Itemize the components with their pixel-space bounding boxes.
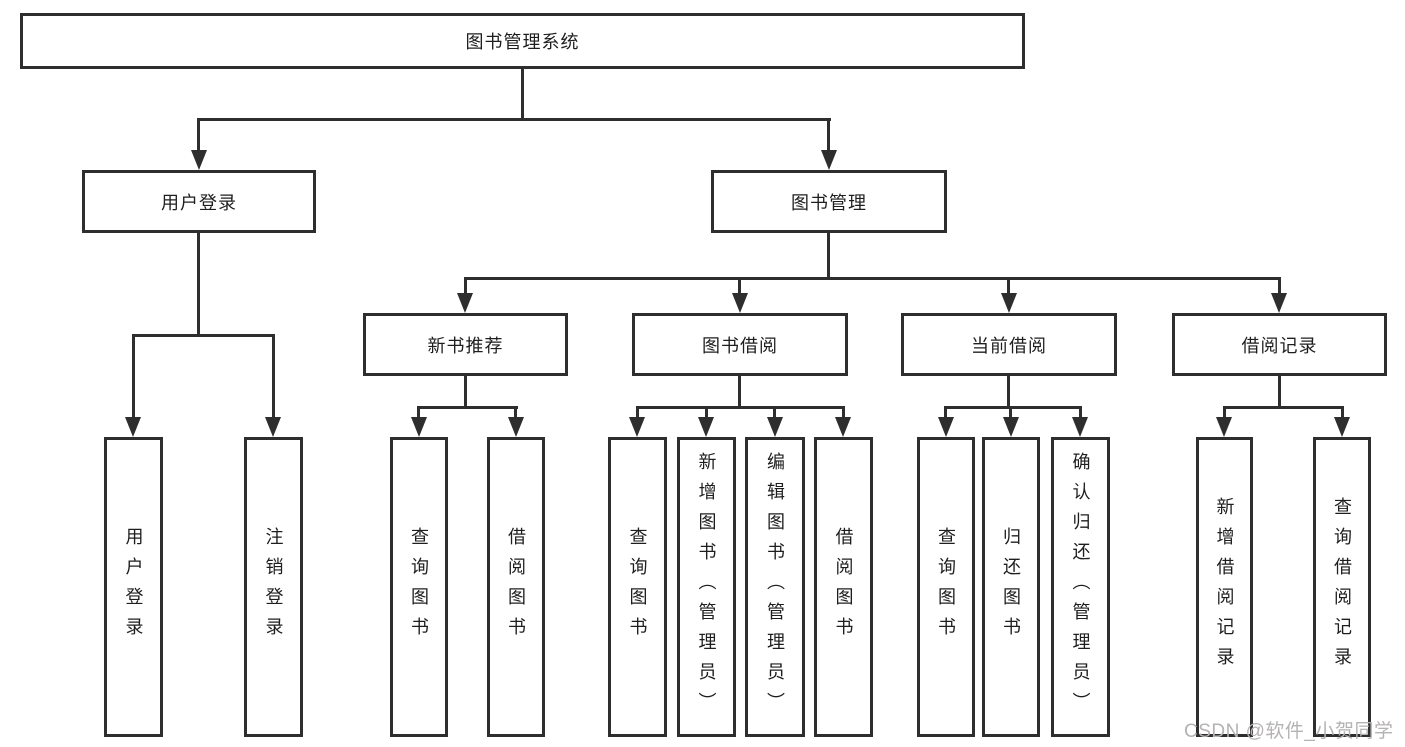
- connector-line: [1007, 376, 1010, 409]
- node-label: 图书借阅: [702, 335, 778, 356]
- arrowhead-down-icon: [508, 417, 524, 437]
- arrowhead-down-icon: [835, 417, 851, 437]
- arrowhead-down-icon: [767, 417, 783, 437]
- node-label: 图书管理: [791, 192, 867, 213]
- connector-line: [464, 277, 1281, 280]
- leaf-label: 查询图书: [409, 527, 429, 647]
- leaf-user-login: 用户登录: [104, 437, 163, 737]
- connector-line: [197, 118, 831, 121]
- arrowhead-down-icon: [1001, 293, 1017, 313]
- connector-line: [636, 406, 639, 420]
- connector-line: [738, 376, 741, 409]
- connector-line: [1223, 406, 1226, 420]
- leaf-label: 查询图书: [936, 527, 956, 647]
- leaf-label: 查询图书: [627, 527, 648, 647]
- leaf-return-book: 归还图书: [982, 437, 1040, 737]
- arrowhead-down-icon: [1003, 417, 1019, 437]
- connector-line: [464, 376, 467, 409]
- leaf-borrow-book: 借阅图书: [814, 437, 873, 737]
- leaf-label: 编辑图书（管理员）: [765, 452, 785, 722]
- leaf-label: 新增图书（管理员）: [696, 452, 717, 722]
- arrowhead-down-icon: [698, 417, 714, 437]
- connector-line: [842, 406, 845, 420]
- node-user-login: 用户登录: [82, 170, 316, 233]
- leaf-label: 注销登录: [263, 527, 284, 647]
- leaf-query-book-current: 查询图书: [917, 437, 975, 737]
- node-book-management: 图书管理: [711, 170, 947, 233]
- csdn-watermark: CSDN @软件_小贺同学: [1184, 721, 1394, 742]
- connector-line: [827, 118, 830, 152]
- node-label: 借阅记录: [1241, 335, 1318, 356]
- node-label: 新书推荐: [427, 335, 504, 356]
- arrowhead-down-icon: [265, 417, 281, 437]
- connector-line: [1079, 406, 1082, 420]
- arrowhead-down-icon: [411, 417, 427, 437]
- node-book-borrow: 图书借阅: [632, 313, 848, 376]
- node-label: 当前借阅: [971, 335, 1047, 356]
- arrowhead-down-icon: [629, 417, 645, 437]
- connector-line: [132, 334, 275, 337]
- leaf-label: 借阅图书: [833, 527, 854, 647]
- connector-line: [514, 406, 517, 420]
- node-label: 用户登录: [161, 192, 237, 213]
- connector-line: [944, 406, 1082, 409]
- connector-line: [417, 406, 518, 409]
- leaf-label: 用户登录: [123, 527, 144, 647]
- connector-line: [417, 406, 420, 420]
- connector-line: [636, 406, 845, 409]
- leaf-confirm-return-admin: 确认归还（管理员）: [1051, 437, 1110, 737]
- connector-line: [1278, 277, 1281, 297]
- arrowhead-down-icon: [732, 293, 748, 313]
- connector-line: [773, 406, 776, 420]
- connector-line: [132, 334, 135, 418]
- leaf-edit-book-admin: 编辑图书（管理员）: [745, 437, 805, 737]
- leaf-logout: 注销登录: [244, 437, 303, 737]
- arrowhead-down-icon: [457, 293, 473, 313]
- leaf-label: 查询借阅记录: [1332, 497, 1352, 677]
- connector-line: [705, 406, 708, 420]
- connector-line: [1278, 376, 1281, 409]
- leaf-query-book-borrow: 查询图书: [608, 437, 667, 737]
- connector-line: [521, 69, 524, 121]
- arrowhead-down-icon: [125, 417, 141, 437]
- arrowhead-down-icon: [1334, 417, 1350, 437]
- leaf-add-book-admin: 新增图书（管理员）: [677, 437, 736, 737]
- connector-line: [1009, 406, 1012, 420]
- connector-line: [738, 277, 741, 297]
- arrowhead-down-icon: [1216, 417, 1232, 437]
- connector-line: [1223, 406, 1344, 409]
- arrowhead-down-icon: [938, 417, 954, 437]
- connector-line: [1341, 406, 1344, 420]
- node-label: 图书管理系统: [465, 32, 580, 52]
- node-borrow-record: 借阅记录: [1172, 313, 1387, 376]
- connector-line: [827, 233, 830, 280]
- connector-line: [944, 406, 947, 420]
- node-new-book-recommend: 新书推荐: [363, 313, 568, 376]
- arrowhead-down-icon: [821, 150, 837, 170]
- leaf-query-book-recommend: 查询图书: [390, 437, 448, 737]
- leaf-add-borrow-record: 新增借阅记录: [1196, 437, 1253, 737]
- leaf-label: 新增借阅记录: [1214, 497, 1235, 677]
- leaf-label: 借阅图书: [506, 527, 526, 647]
- node-current-borrow: 当前借阅: [901, 313, 1117, 376]
- leaf-query-borrow-record: 查询借阅记录: [1313, 437, 1371, 737]
- leaf-label: 归还图书: [1001, 527, 1021, 647]
- arrowhead-down-icon: [191, 150, 207, 170]
- node-library-management-system: 图书管理系统: [20, 13, 1025, 69]
- connector-line: [1007, 277, 1010, 297]
- leaf-borrow-book-recommend: 借阅图书: [487, 437, 545, 737]
- connector-line: [197, 118, 200, 152]
- connector-line: [272, 334, 275, 418]
- arrowhead-down-icon: [1271, 293, 1287, 313]
- connector-line: [464, 277, 467, 297]
- connector-line: [197, 233, 200, 337]
- arrowhead-down-icon: [1072, 417, 1088, 437]
- leaf-label: 确认归还（管理员）: [1070, 452, 1091, 722]
